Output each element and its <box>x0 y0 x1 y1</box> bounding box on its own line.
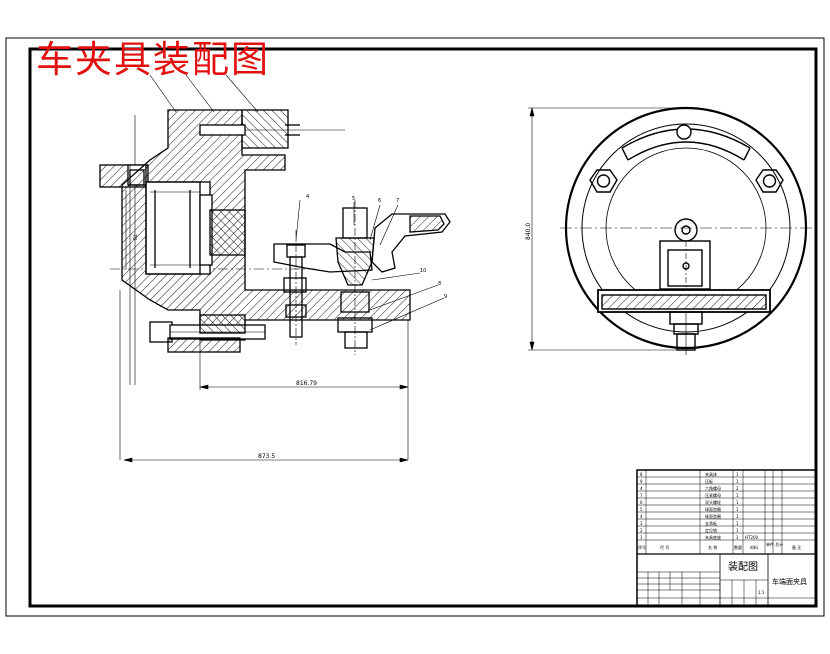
parts-row-name: 压紧螺母 <box>705 492 721 498</box>
col-weight: 单件 总计 <box>766 541 783 547</box>
parts-row-qty: 1 <box>736 528 739 533</box>
dimension-lines <box>123 107 685 463</box>
parts-row-no: 8 <box>640 472 643 477</box>
parts-row-no: 9 <box>640 479 643 484</box>
parts-row-name: 六角螺母 <box>705 485 721 491</box>
parts-row-qty: 1 <box>736 500 739 505</box>
inner-border <box>28 47 818 608</box>
end-view <box>560 106 812 355</box>
parts-row-qty: 2 <box>736 486 739 491</box>
col-qty: 数量 <box>734 544 742 550</box>
part-name: 车端面夹具 <box>772 577 807 586</box>
dim-horizontal-outer: 873.5 <box>258 453 275 460</box>
parts-row-no: 5 <box>640 507 643 512</box>
parts-row-qty: 1 <box>736 507 739 512</box>
col-seq: 序号 <box>638 544 646 550</box>
dim-vertical-right: 840.0 <box>525 223 532 240</box>
parts-row-name: 夹具底座 <box>705 534 721 540</box>
parts-row-no: 6 <box>640 500 643 505</box>
parts-row-name: 双头螺栓 <box>705 499 721 505</box>
outer-border <box>5 37 825 617</box>
dim-horizontal-inner: 816.79 <box>296 380 317 387</box>
parts-row-no: 3 <box>640 521 643 526</box>
parts-row-no: 4 <box>640 514 643 519</box>
balloon-label: 9 <box>444 294 447 300</box>
parts-row-no: 4 <box>640 486 643 491</box>
col-name: 名 称 <box>708 544 717 550</box>
col-material: 材料 <box>750 544 758 550</box>
parts-material: HT200 <box>745 535 759 540</box>
scale-value: 1:1 <box>758 590 765 595</box>
balloon-label: 4 <box>306 194 309 200</box>
parts-row-no: 2 <box>640 528 643 533</box>
parts-row-name: 支承板 <box>705 520 717 526</box>
page-title: 车夹具装配图 <box>36 38 270 81</box>
parts-row-qty: 1 <box>736 472 739 477</box>
parts-row-qty: 1 <box>736 514 739 519</box>
section-view <box>99 74 451 460</box>
parts-row-qty: 1 <box>736 493 739 498</box>
parts-row-name: 定位销 <box>705 527 717 533</box>
balloon-label: 7 <box>396 198 399 204</box>
parts-row-name: 夹具体 <box>705 471 717 477</box>
balloon-label: 5 <box>352 196 355 202</box>
parts-row-qty: 1 <box>736 479 739 484</box>
title-block <box>636 469 817 607</box>
parts-row-qty: 1 <box>736 535 739 540</box>
parts-row-no: 7 <box>640 493 643 498</box>
dim-vertical-left: 76 <box>131 234 137 240</box>
balloon-label: 10 <box>420 268 426 274</box>
balloon-label: 8 <box>438 281 441 287</box>
col-note: 备 注 <box>792 544 801 550</box>
parts-row-qty: 1 <box>736 521 739 526</box>
col-code: 代 号 <box>660 544 669 550</box>
parts-row-no: 1 <box>640 535 643 540</box>
parts-list: 8 夹具体 1 9 压板 1 4 六角螺母 2 7 压紧螺母 1 6 双头螺栓 … <box>638 471 801 550</box>
drawing-name: 装配图 <box>728 560 758 573</box>
parts-row-name: 锥面垫圈 <box>705 513 721 519</box>
balloon-label: 6 <box>378 198 381 204</box>
parts-row-name: 压板 <box>705 478 713 484</box>
parts-row-name: 球面垫圈 <box>705 506 721 512</box>
